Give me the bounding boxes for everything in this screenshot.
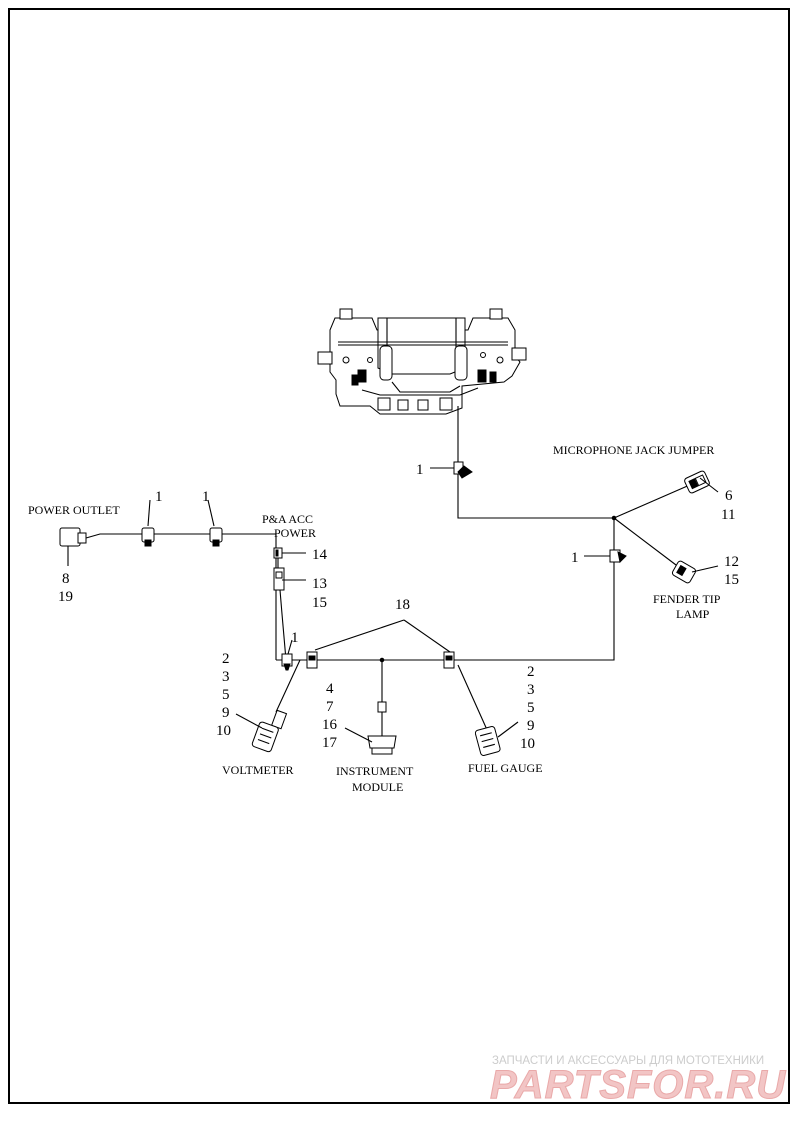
callout-outlet-a: 8 — [62, 571, 70, 587]
callout-18: 18 — [395, 597, 410, 613]
callout-fuel-c: 5 — [527, 700, 535, 716]
callout-acc-a: 14 — [312, 547, 328, 563]
callout-lamp-a: 12 — [724, 554, 739, 570]
callout-inst-d: 17 — [322, 735, 338, 751]
callout-outlet-clip-1: 1 — [155, 489, 163, 505]
callout-mid-clip: 1 — [291, 630, 299, 646]
callout-mic-a: 6 — [725, 488, 733, 504]
label-microphone-jack-jumper: MICROPHONE JACK JUMPER — [553, 443, 714, 457]
label-power-outlet: POWER OUTLET — [28, 503, 120, 517]
right-harness-clip — [609, 549, 627, 564]
callout-volt-d: 9 — [222, 705, 230, 721]
instrument-module-connector — [367, 701, 397, 755]
callout-numbers: 1 6 11 1 12 15 1 1 8 19 14 13 15 1 18 2 … — [58, 462, 739, 752]
callout-volt-a: 2 — [222, 651, 230, 667]
top-harness-clip — [453, 461, 473, 479]
callout-volt-c: 5 — [222, 687, 230, 703]
label-voltmeter: VOLTMETER — [222, 763, 294, 777]
callout-acc-b: 13 — [312, 576, 327, 592]
callout-outlet-b: 19 — [58, 589, 73, 605]
callout-top-clip: 1 — [416, 462, 424, 478]
pa-acc-connector — [273, 567, 285, 591]
voltmeter-connector — [251, 709, 288, 753]
label-instrument-module-line2: MODULE — [352, 780, 403, 794]
label-fender-tip-lamp-line2: LAMP — [676, 607, 710, 621]
fuel-gauge-connector — [474, 726, 501, 757]
label-pa-acc-power-line2: POWER — [274, 526, 316, 540]
callout-volt-b: 3 — [222, 669, 230, 685]
outlet-clip-right — [209, 527, 223, 547]
callout-fuel-b: 3 — [527, 682, 535, 698]
callout-lamp-b: 15 — [724, 572, 739, 588]
label-pa-acc-power-line1: P&A ACC — [262, 512, 313, 526]
callout-mic-b: 11 — [721, 507, 735, 523]
leader-lines — [67, 467, 719, 743]
callout-fuel-a: 2 — [527, 664, 535, 680]
label-fuel-gauge: FUEL GAUGE — [468, 761, 543, 775]
diagram-frame — [8, 8, 790, 1104]
wiring-harness — [85, 406, 693, 736]
watermark-tagline: ЗАПЧАСТИ И АКСЕССУАРЫ ДЛЯ МОТОТЕХНИКИ — [492, 1055, 764, 1067]
watermark: ЗАПЧАСТИ И АКСЕССУАРЫ ДЛЯ МОТОТЕХНИКИ PA… — [490, 1055, 786, 1108]
trunk-connector-right — [443, 651, 455, 669]
component-labels: MICROPHONE JACK JUMPER POWER OUTLET P&A … — [28, 443, 721, 794]
label-instrument-module-line1: INSTRUMENT — [336, 764, 414, 778]
callout-fuel-d: 9 — [527, 718, 535, 734]
microphone-jack-connector — [684, 470, 710, 494]
callout-inst-a: 4 — [326, 681, 334, 697]
callout-right-clip: 1 — [571, 550, 579, 566]
callout-fuel-e: 10 — [520, 736, 535, 752]
watermark-logo: PARTSFOR.RU — [490, 1063, 786, 1107]
instrument-housing — [317, 308, 527, 415]
label-fender-tip-lamp-line1: FENDER TIP — [653, 592, 721, 606]
power-outlet-connector — [59, 527, 87, 547]
fender-tip-lamp-connector — [671, 560, 697, 584]
pa-acc-terminal — [273, 547, 283, 559]
callout-inst-b: 7 — [326, 699, 334, 715]
mid-harness-clip — [281, 653, 293, 671]
callout-inst-c: 16 — [322, 717, 338, 733]
callout-outlet-clip-2: 1 — [202, 489, 210, 505]
callout-volt-e: 10 — [216, 723, 231, 739]
callout-acc-c: 15 — [312, 595, 327, 611]
trunk-connector-left — [306, 651, 318, 669]
outlet-clip-left — [141, 527, 155, 547]
